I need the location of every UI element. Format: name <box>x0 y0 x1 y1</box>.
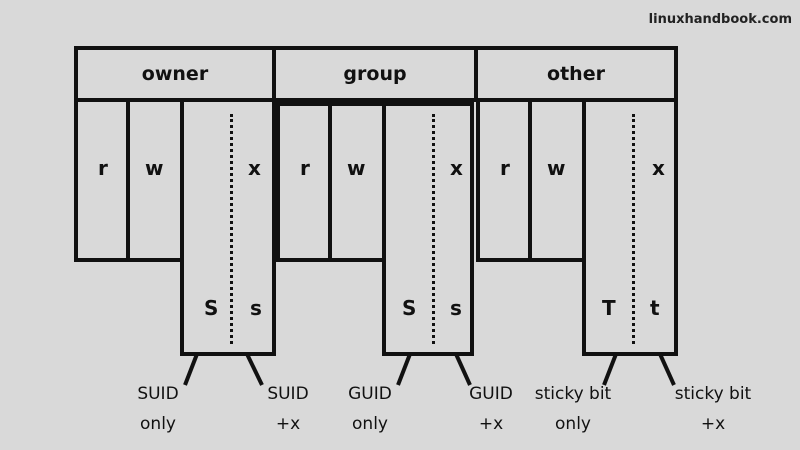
watermark: linuxhandbook.com <box>648 12 792 27</box>
owner-caption-left-line1: SUID <box>137 384 179 404</box>
group-caption-left: GUID only <box>330 379 410 439</box>
other-special-lower-label: t <box>650 296 660 320</box>
other-execute-cell: x T t <box>582 98 678 356</box>
owner-caption-right-line2: +x <box>275 414 301 434</box>
group-special-lower-label: s <box>450 296 462 320</box>
group-header-label: group <box>343 63 407 85</box>
owner-execute-label: x <box>248 156 261 180</box>
other-special-upper-label: T <box>602 296 616 320</box>
owner-read-label: r <box>98 156 108 180</box>
group-caption-right: GUID +x <box>451 379 531 439</box>
group-read-label: r <box>300 156 310 180</box>
group-execute-cell: x S s <box>382 102 474 356</box>
group-special-upper-label: S <box>402 296 417 320</box>
owner-caption-left: SUID only <box>118 379 198 439</box>
owner-caption-right-line1: SUID <box>267 384 309 404</box>
other-left-connector <box>602 353 618 386</box>
other-execute-label: x <box>652 156 665 180</box>
owner-right-connector <box>245 353 264 386</box>
group-write-label: w <box>347 156 366 180</box>
group-caption-right-line2: +x <box>478 414 504 434</box>
other-write-label: w <box>547 156 566 180</box>
owner-write-label: w <box>145 156 164 180</box>
owner-special-upper-label: S <box>204 296 219 320</box>
owner-execute-cell: x S s <box>180 98 276 356</box>
owner-caption-right: SUID +x <box>248 379 328 439</box>
other-caption-right-line1: sticky bit <box>674 384 752 404</box>
group-divider <box>432 114 435 344</box>
group-caption-left-line1: GUID <box>348 384 392 404</box>
owner-divider <box>230 114 233 344</box>
other-right-connector <box>658 353 676 386</box>
owner-left-connector <box>183 353 199 386</box>
other-header-label: other <box>547 63 605 85</box>
group-left-connector <box>396 353 412 386</box>
other-caption-left-line2: only <box>555 414 591 434</box>
other-divider <box>632 114 635 344</box>
other-caption-right-line2: +x <box>700 414 726 434</box>
other-caption-left-line1: sticky bit <box>534 384 612 404</box>
group-caption-left-line2: only <box>352 414 388 434</box>
owner-special-lower-label: s <box>250 296 262 320</box>
group-caption-right-line1: GUID <box>469 384 513 404</box>
owner-caption-left-line2: only <box>140 414 176 434</box>
group-right-connector <box>454 353 472 386</box>
other-caption-left: sticky bit only <box>518 379 628 439</box>
other-read-label: r <box>500 156 510 180</box>
owner-header-label: owner <box>141 63 209 85</box>
other-caption-right: sticky bit +x <box>658 379 768 439</box>
group-execute-label: x <box>450 156 463 180</box>
